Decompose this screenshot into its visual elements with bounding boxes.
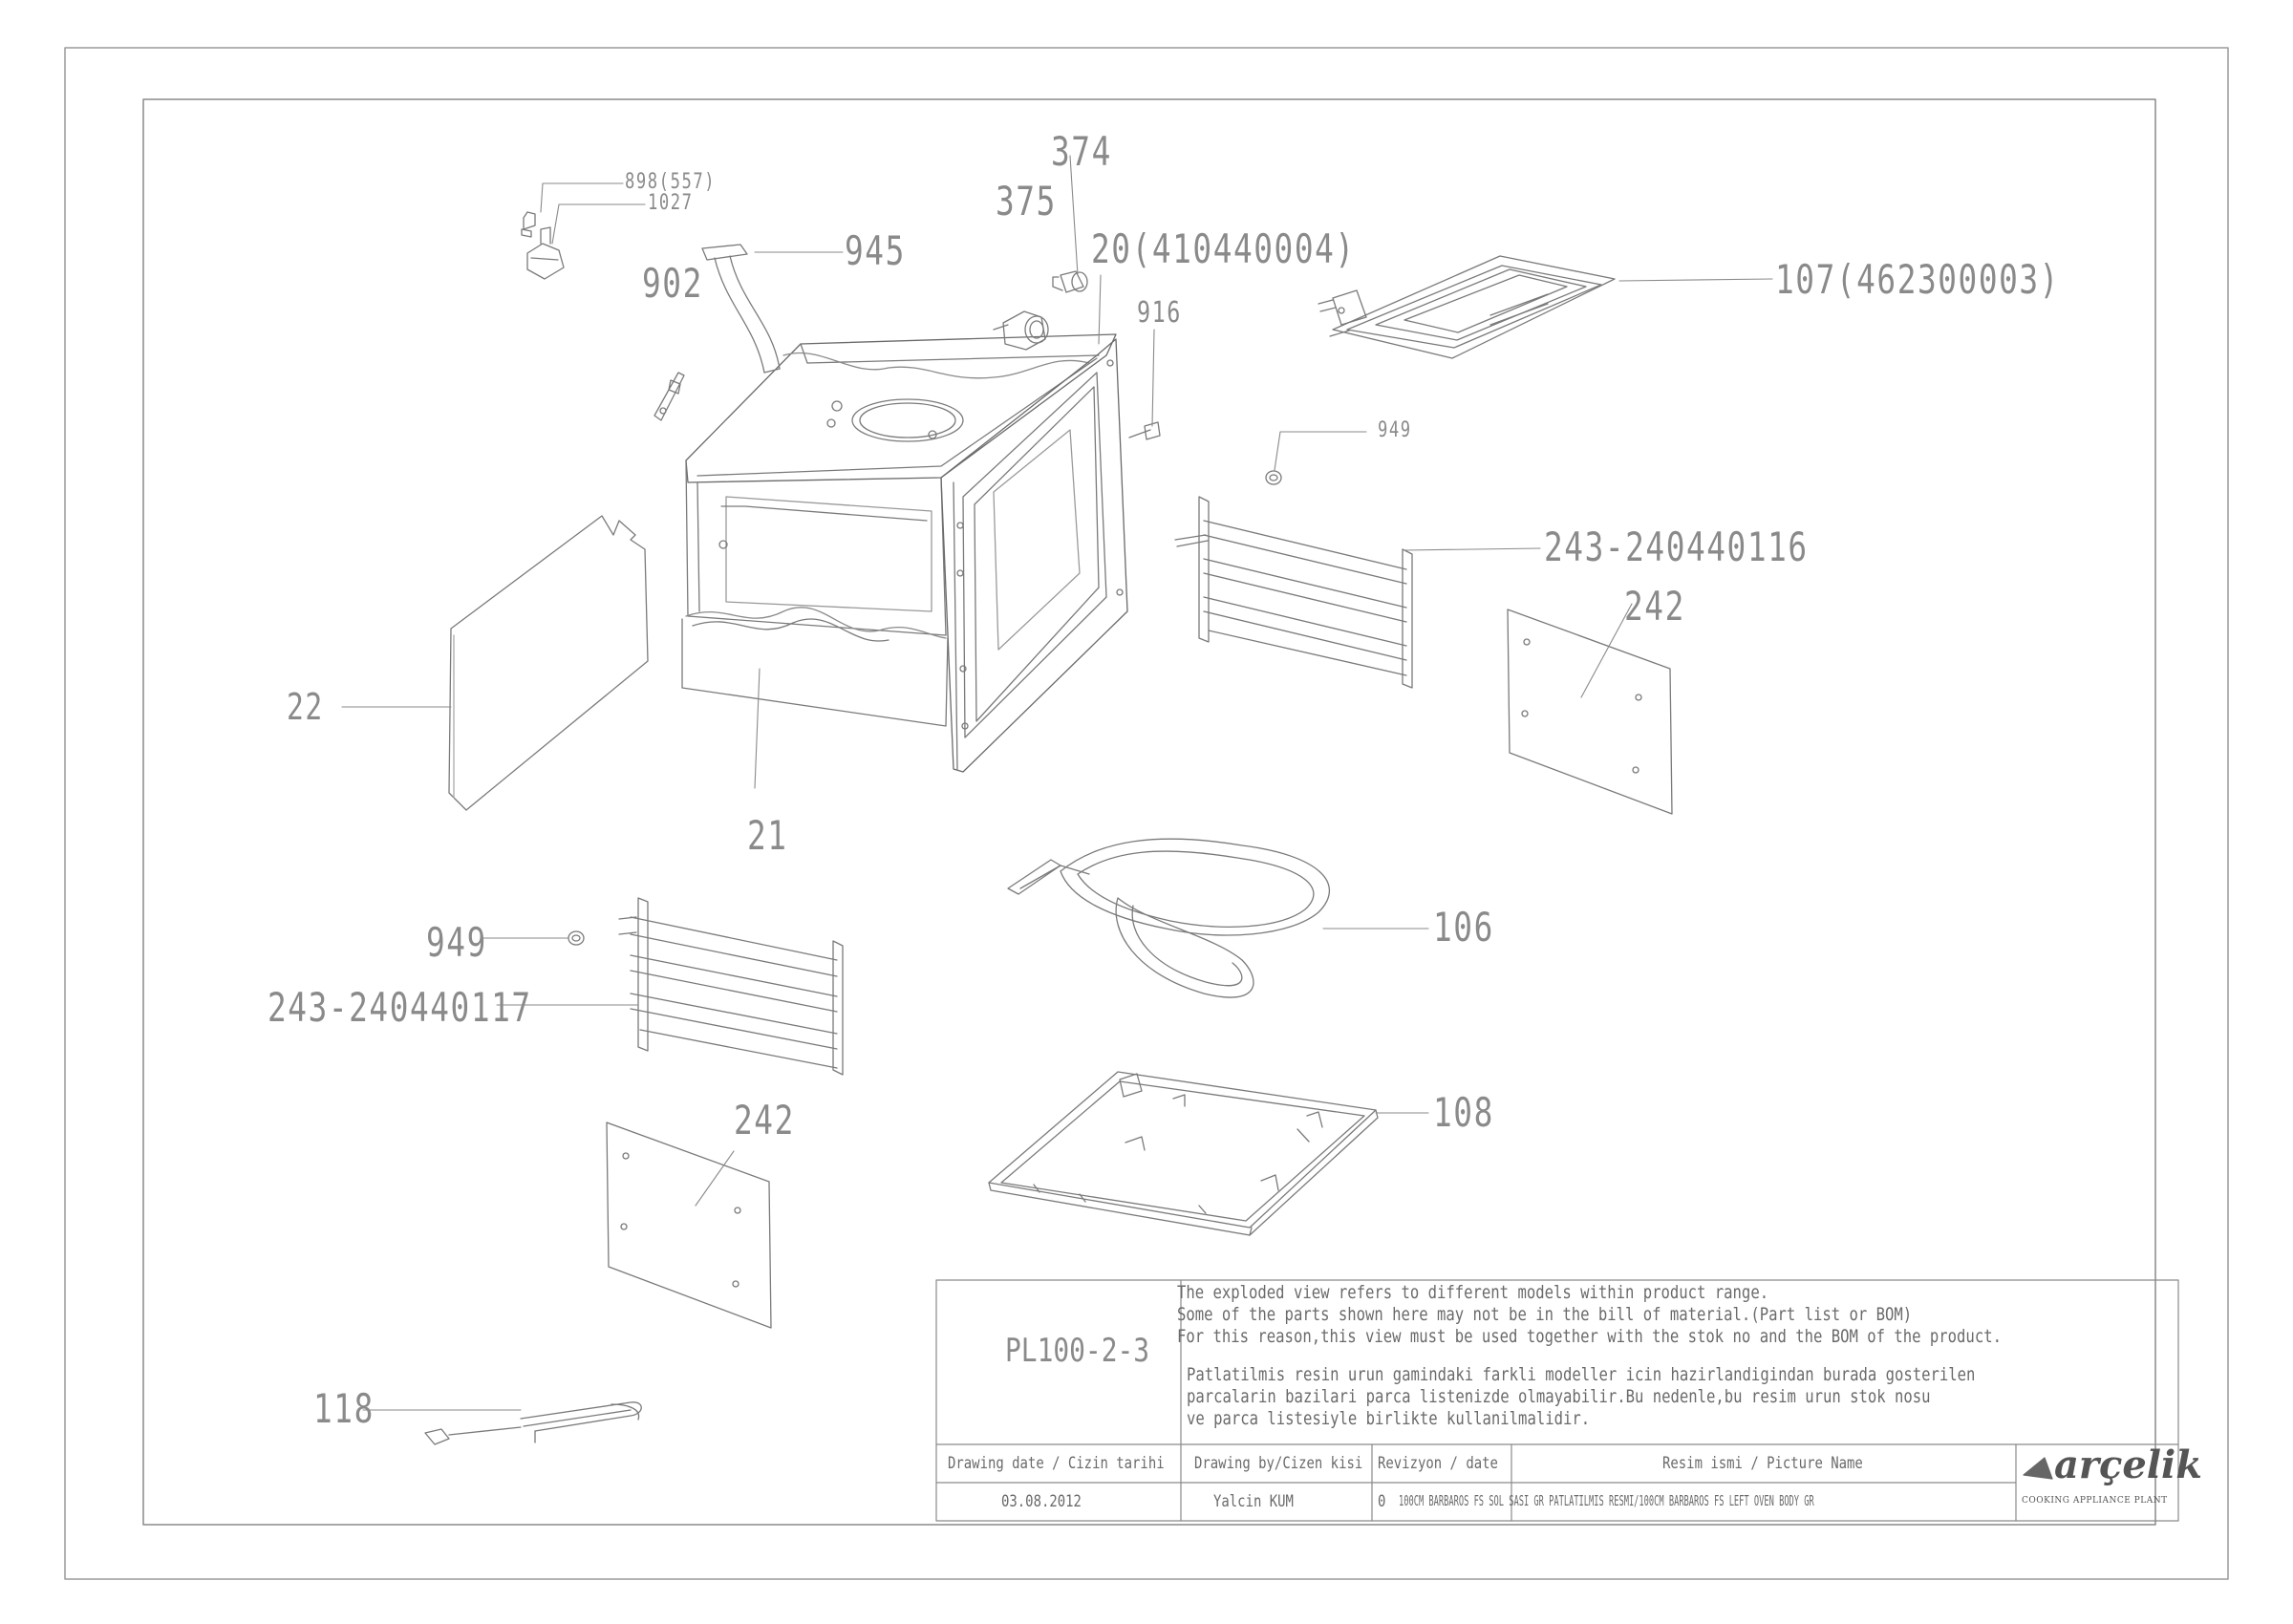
value-drawing-date: 03.08.2012 [1001,1492,1082,1511]
note-en-line-2: Some of the parts shown here may not be … [1177,1304,1913,1325]
part-375-lamp [993,310,1049,351]
note-tr-line-3: ve parca listesiyle birlikte kullanilmal… [1187,1408,1591,1429]
part-243-side-rack-left [618,897,844,1076]
part-374-lamp-cover [1052,270,1088,293]
callout-107: 107(462300003) [1775,256,2060,303]
brand-logo-text: arçelik [2054,1442,2202,1487]
part-108-bottom-plate [988,1071,1379,1236]
callout-375: 375 [996,178,1057,224]
header-picture-name: Resim ismi / Picture Name [1662,1454,1863,1473]
part-118-sensor [424,1401,642,1445]
oven-body-assembly [681,333,1128,773]
callout-902: 902 [642,260,703,307]
value-revision: 0 [1378,1492,1386,1511]
part-242-cover-plate-right [1507,609,1673,815]
callout-242-left: 242 [734,1097,795,1143]
part-949-clip-left [568,930,585,946]
callout-916: 916 [1137,296,1182,330]
callout-945: 945 [845,227,906,274]
callout-106: 106 [1433,904,1494,951]
side-panel-22 [448,515,649,811]
callout-21: 21 [747,812,788,859]
arcelik-logo-icon [2023,1457,2053,1480]
part-902-bracket [654,372,685,421]
note-tr-line-1: Patlatilmis resin urun gamindaki farkli … [1187,1364,1976,1385]
callout-242-right: 242 [1624,583,1685,630]
callout-949-left: 949 [426,919,487,966]
title-block-grid [935,1279,2179,1522]
callout-374: 374 [1051,128,1112,175]
inner-border [142,98,2156,1526]
callout-22: 22 [287,686,324,728]
outer-border [64,47,2229,1580]
part-949-clip-right [1265,470,1282,485]
note-en-line-3: For this reason,this view must be used t… [1177,1326,2002,1347]
part-107-grill-element [1318,255,1616,359]
header-revision: Revizyon / date [1378,1454,1498,1473]
callout-243-left: 243-240440117 [268,984,532,1031]
note-en-line-1: The exploded view refers to different mo… [1177,1282,1769,1303]
part-243-side-rack-right [1174,496,1413,689]
callout-118: 118 [313,1385,375,1432]
part-945-cable [701,244,781,374]
callout-949-right: 949 [1378,418,1412,442]
value-drawing-by: Yalcin KUM [1213,1492,1294,1511]
part-242-cover-plate-left [606,1122,772,1329]
callout-108: 108 [1433,1089,1494,1136]
note-tr-line-2: parcalarin bazilari parca listenizde olm… [1187,1386,1931,1407]
callout-1027: 1027 [648,191,694,215]
part-916-screw [1128,421,1161,440]
callout-20: 20(410440004) [1091,225,1356,272]
drawing-code: PL100-2-3 [1005,1332,1150,1370]
brand-subtitle: COOKING APPLIANCE PLANT [2022,1496,2168,1506]
part-106-lower-element [1007,838,1330,998]
value-picture-name: 100CM BARBAROS FS SOL SASI GR PATLATILMI… [1399,1492,1814,1509]
header-drawing-date: Drawing date / Cizin tarihi [948,1454,1165,1473]
callout-898: 898(557) [625,170,717,194]
part-898-clip [521,211,565,280]
callout-243-right: 243-240440116 [1544,524,1809,570]
leader-lines [341,155,1773,1411]
header-drawing-by: Drawing by/Cizen kisi [1194,1454,1363,1473]
